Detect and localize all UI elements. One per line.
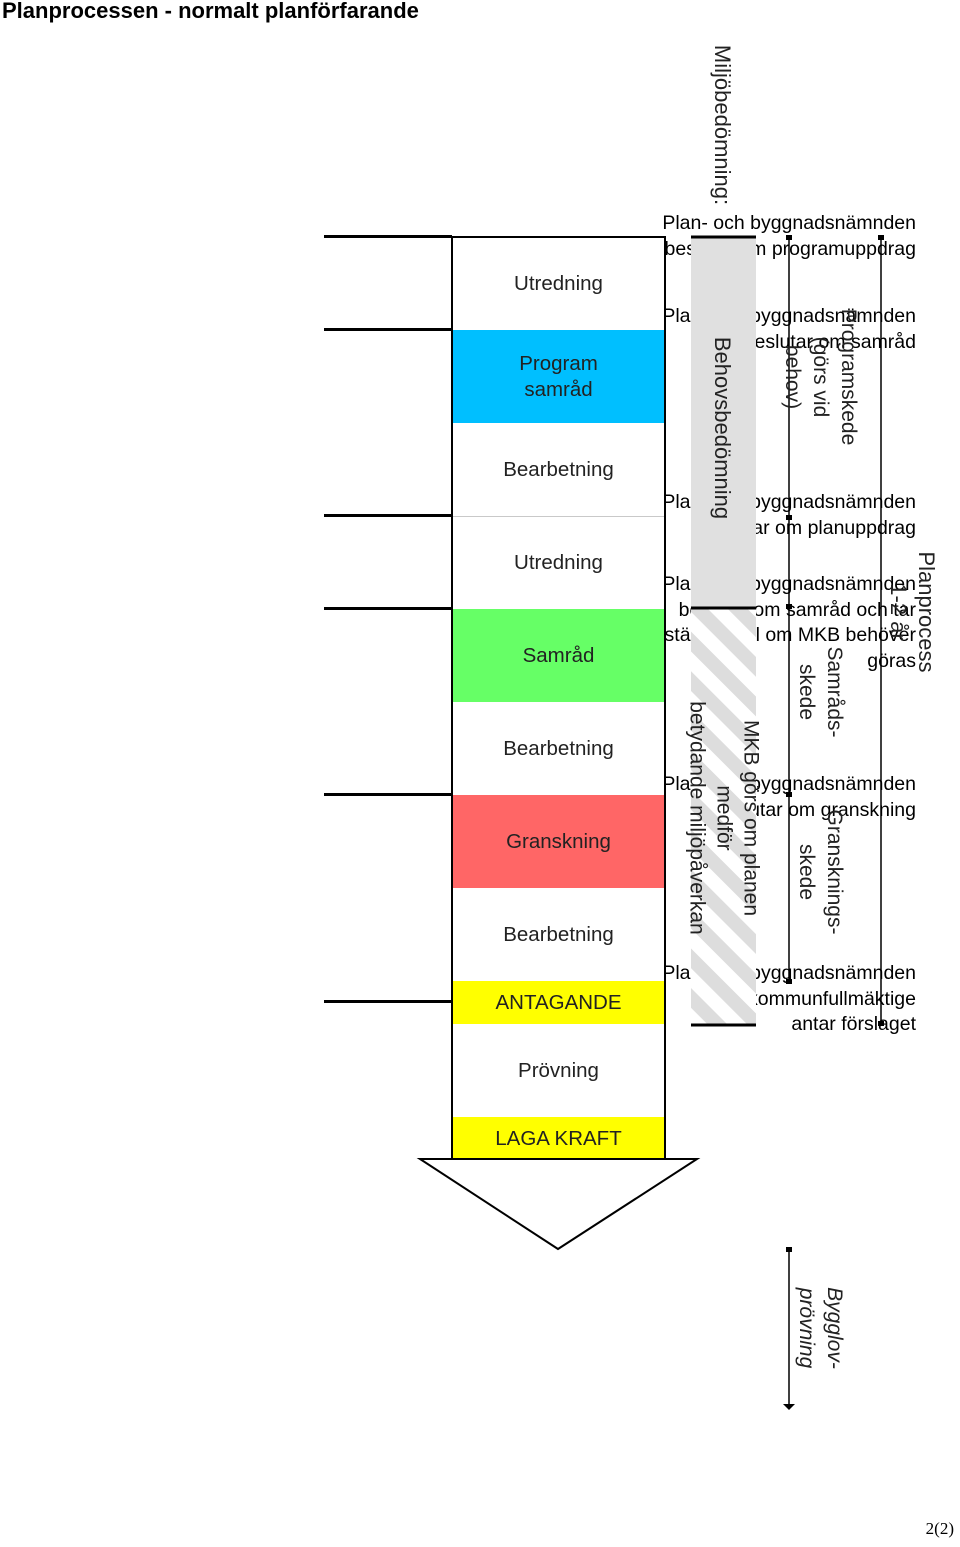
screening-band [691,237,756,608]
planprocess-label: Planprocess 1-2 år [886,551,939,673]
phase-program-label: Programskede (görs vid behov) [781,308,860,446]
stage-bearbetning: Bearbetning [453,888,664,981]
stage-antagande: ANTAGANDE [453,981,664,1024]
phase-granskning-label: Gransknings- skede [795,809,846,935]
environment-heading: Miljöbedömning: [710,44,735,206]
page-number: 2(2) [925,1519,954,1538]
mkb-label: MKB görs om planen medför betydande milj… [685,701,763,935]
decision-line [324,607,452,610]
stage-utredning: Utredning [453,516,664,609]
decision-line [324,514,452,517]
phase-samrad-label: Samråds- skede [795,646,846,738]
decision-line [324,235,452,238]
phase-bygglov-label: Bygglov- prövning [795,1287,846,1369]
screening-label: Behovsbedömning [710,336,735,520]
decision-program-assignment: Plan- och byggnadsnämnden beslutar om pr… [662,212,916,260]
decision-line [324,1000,452,1003]
stage-bearbetning: Bearbetning [453,702,664,795]
stage-program-samrad: Program samråd [453,330,664,423]
process-column [451,236,666,1160]
stage-provning: Prövning [453,1024,664,1117]
stage-laga-kraft: LAGA KRAFT [453,1117,664,1160]
process-arrow-head [416,1158,701,1251]
decision-line [324,793,452,796]
stage-bearbetning: Bearbetning [453,423,664,516]
mkb-band [691,608,756,1025]
stage-samrad: Samråd [453,609,664,702]
stage-utredning: Utredning [453,238,664,330]
page-title: Planprocessen - normalt planförfarande [2,0,419,23]
decision-line [324,328,452,331]
stage-granskning: Granskning [453,795,664,888]
